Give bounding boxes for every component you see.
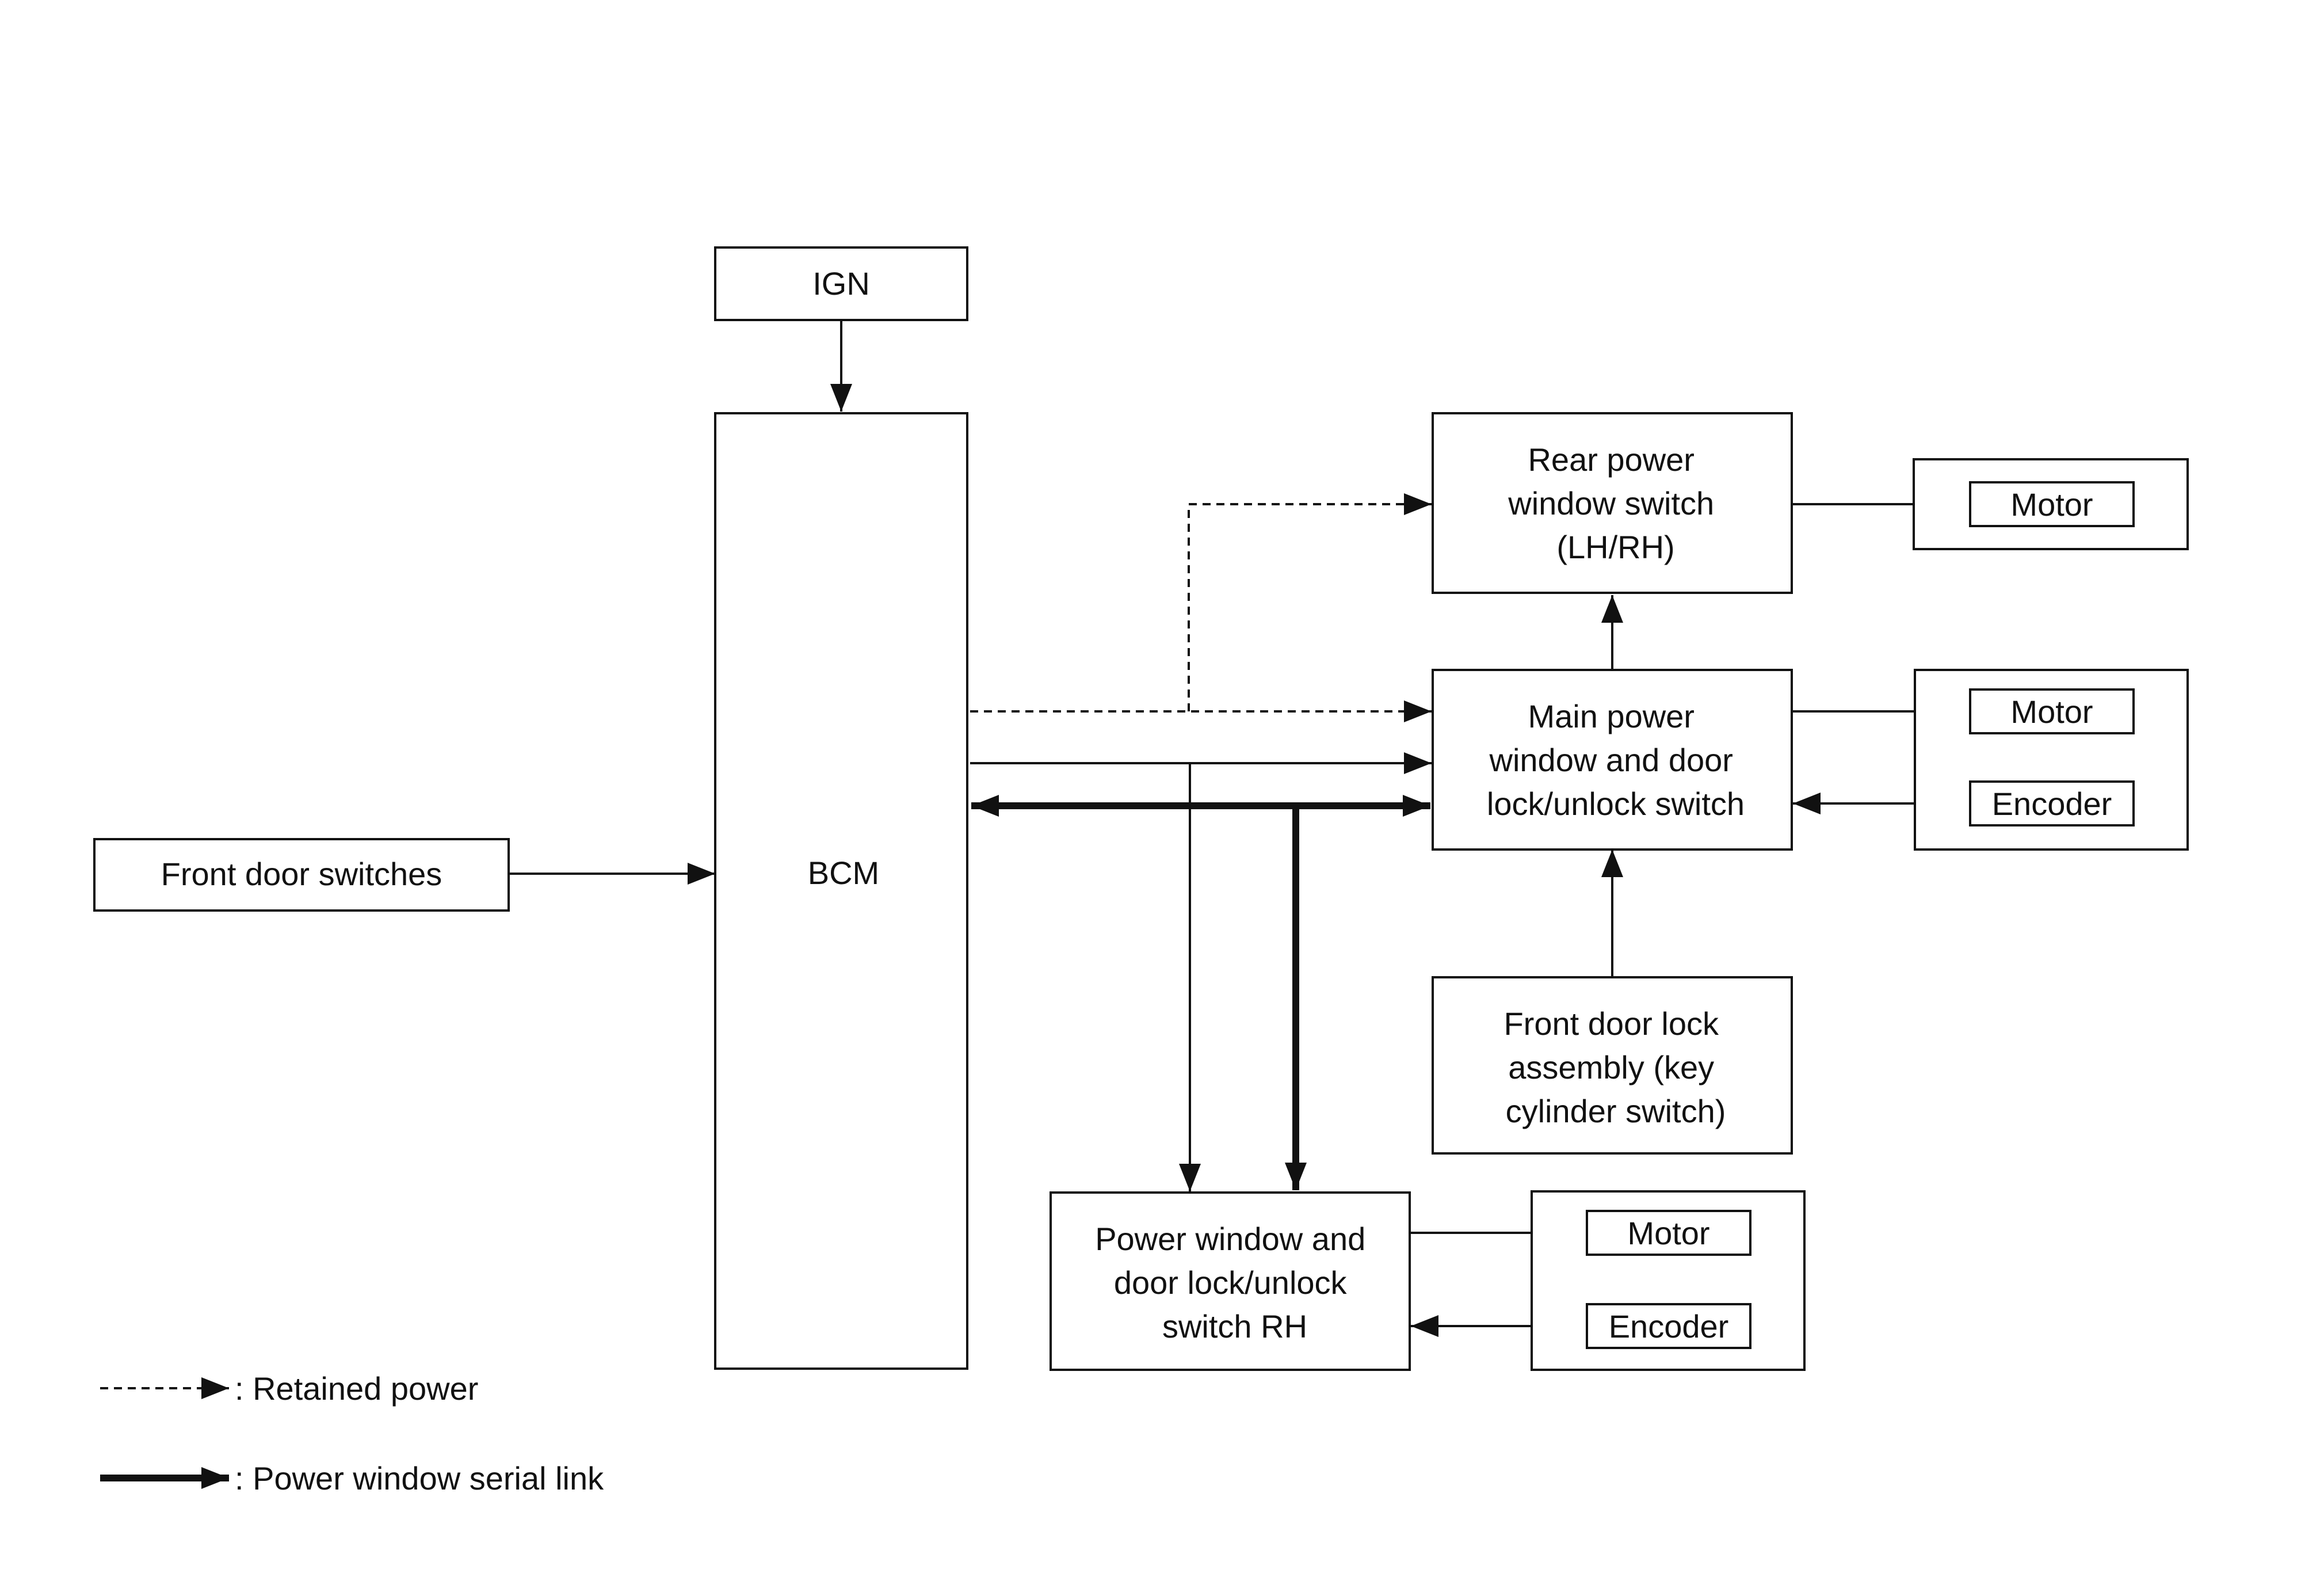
legend-retained-power-label: : Retained power — [235, 1370, 478, 1407]
main-power-window-switch-label: Main power window and door lock/unlock s… — [1487, 698, 1745, 822]
rh-motor-encoder-group: Motor Encoder — [1531, 1190, 1806, 1371]
bcm-label: BCM — [808, 855, 879, 891]
front-door-switches-block: Front door switches — [93, 838, 510, 912]
rh-encoder-label: Encoder — [1609, 1308, 1729, 1344]
rear-motor-label: Motor — [2010, 486, 2093, 523]
ign-label: IGN — [812, 265, 870, 302]
main-motor-encoder-group: Motor Encoder — [1914, 669, 2189, 851]
main-motor-label: Motor — [2010, 694, 2093, 730]
legend-serial-link-label: : Power window serial link — [235, 1460, 604, 1496]
bcm-block: BCM — [714, 412, 968, 1370]
retained-power-to-rear-switch — [1188, 493, 1432, 711]
power-window-switch-rh-label: Power window and door lock/unlock switch… — [1095, 1221, 1375, 1344]
main-power-window-switch-block: Main power window and door lock/unlock s… — [1432, 669, 1793, 851]
rear-power-window-switch-label: Rear power window switch (LH/RH) — [1508, 441, 1723, 565]
front-door-lock-assembly-block: Front door lock assembly (key cylinder s… — [1432, 976, 1793, 1155]
legend: : Retained power : Power window serial l… — [100, 1370, 604, 1496]
front-door-lock-assembly-label: Front door lock assembly (key cylinder s… — [1503, 1005, 1727, 1129]
rear-power-window-switch-block: Rear power window switch (LH/RH) — [1432, 412, 1793, 594]
power-window-switch-rh-block: Power window and door lock/unlock switch… — [1050, 1191, 1411, 1371]
front-door-switches-label: Front door switches — [161, 856, 442, 892]
main-encoder-label: Encoder — [1992, 786, 2112, 822]
rear-motor-group: Motor — [1913, 458, 2189, 550]
rh-motor-label: Motor — [1627, 1215, 1709, 1251]
ign-block: IGN — [714, 246, 968, 321]
